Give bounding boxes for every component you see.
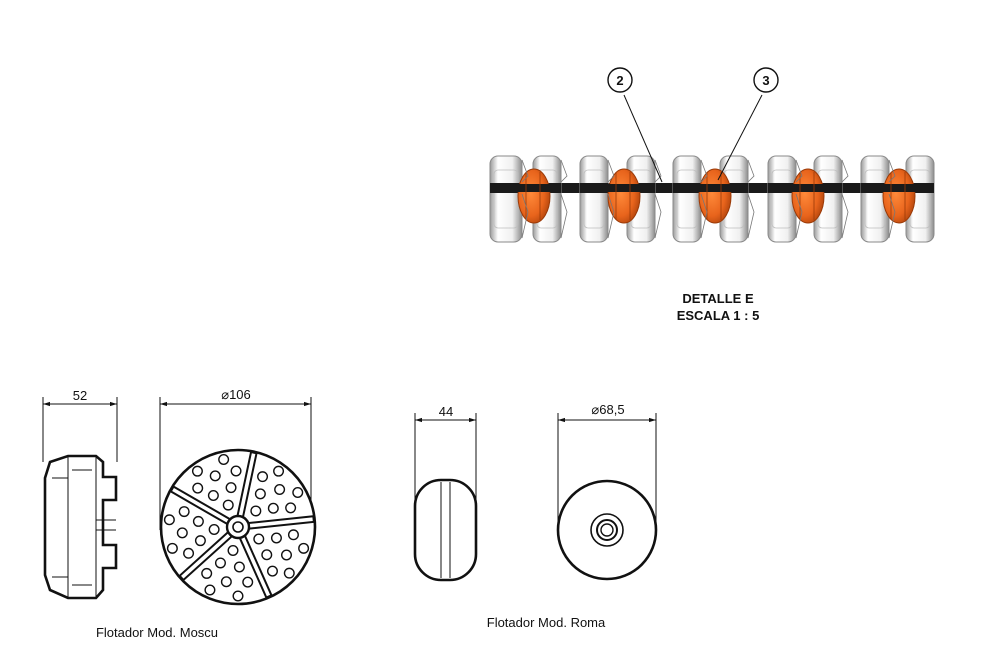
moscu-hole	[204, 584, 216, 596]
balloon-2	[607, 67, 633, 93]
moscu-hole	[192, 482, 204, 494]
moscu-hole	[257, 471, 269, 483]
moscu-hole	[227, 544, 239, 556]
moscu-hole	[254, 488, 266, 500]
moscu-hole	[163, 514, 175, 526]
float-chain	[489, 155, 935, 243]
moscu-hole	[191, 465, 203, 477]
moscu-hole	[218, 454, 230, 466]
balloon-3-leader	[717, 94, 763, 181]
detail-e-float-line	[489, 155, 935, 243]
orange-float	[882, 168, 916, 224]
moscu-hole	[207, 489, 219, 501]
moscu-hole	[261, 549, 273, 561]
moscu-hole	[225, 482, 237, 494]
roma-front-view: ⌀68,5	[556, 402, 658, 581]
moscu-hole	[194, 535, 206, 547]
moscu-hole	[232, 590, 244, 602]
moscu-hole	[230, 465, 242, 477]
moscu-hole	[274, 484, 286, 496]
moscu-hole	[222, 499, 234, 511]
moscu-holes	[163, 454, 310, 602]
moscu-side-view: 52	[42, 388, 118, 600]
moscu-hole	[267, 502, 279, 514]
moscu-hole	[266, 565, 278, 577]
moscu-hole	[214, 557, 226, 569]
roma-diameter-dim: ⌀68,5	[591, 402, 624, 417]
moscu-hole	[201, 567, 213, 579]
moscu-hole	[166, 542, 178, 554]
moscu-hole	[292, 487, 304, 499]
moscu-hole	[220, 576, 232, 588]
white-float	[489, 155, 523, 243]
moscu-hole	[209, 470, 221, 482]
detail-scale: ESCALA 1 : 5	[677, 308, 760, 323]
roma-side-view: 44	[413, 404, 478, 582]
moscu-width-dim: 52	[73, 388, 87, 403]
balloon-2-leader	[623, 94, 663, 183]
moscu-diameter-dim: ⌀106	[221, 387, 251, 402]
moscu-hole	[242, 576, 254, 588]
moscu-hole	[287, 529, 299, 541]
moscu-spokes	[169, 450, 315, 599]
moscu-hole	[178, 506, 190, 518]
moscu-hole	[253, 533, 265, 545]
moscu-hole	[250, 505, 262, 517]
moscu-hole	[208, 524, 220, 536]
moscu-hole	[233, 561, 245, 573]
moscu-hole	[176, 527, 188, 539]
roma-width-dim: 44	[439, 404, 453, 419]
balloon-2-label: 2	[616, 73, 623, 88]
moscu-hole	[283, 567, 295, 579]
moscu-hole	[280, 549, 292, 561]
moscu-hole	[298, 542, 310, 554]
moscu-hole	[183, 547, 195, 559]
balloon-3-label: 3	[762, 73, 769, 88]
moscu-hole	[192, 515, 204, 527]
moscu-hole	[270, 532, 282, 544]
balloon-3	[753, 67, 779, 93]
moscu-hole	[273, 465, 285, 477]
moscu-hole	[285, 502, 297, 514]
roma-caption: Flotador Mod. Roma	[487, 615, 606, 630]
detail-title: DETALLE E	[682, 291, 754, 306]
moscu-caption: Flotador Mod. Moscu	[96, 625, 218, 640]
moscu-front-view: ⌀106	[159, 387, 317, 606]
orange-float	[698, 168, 732, 224]
